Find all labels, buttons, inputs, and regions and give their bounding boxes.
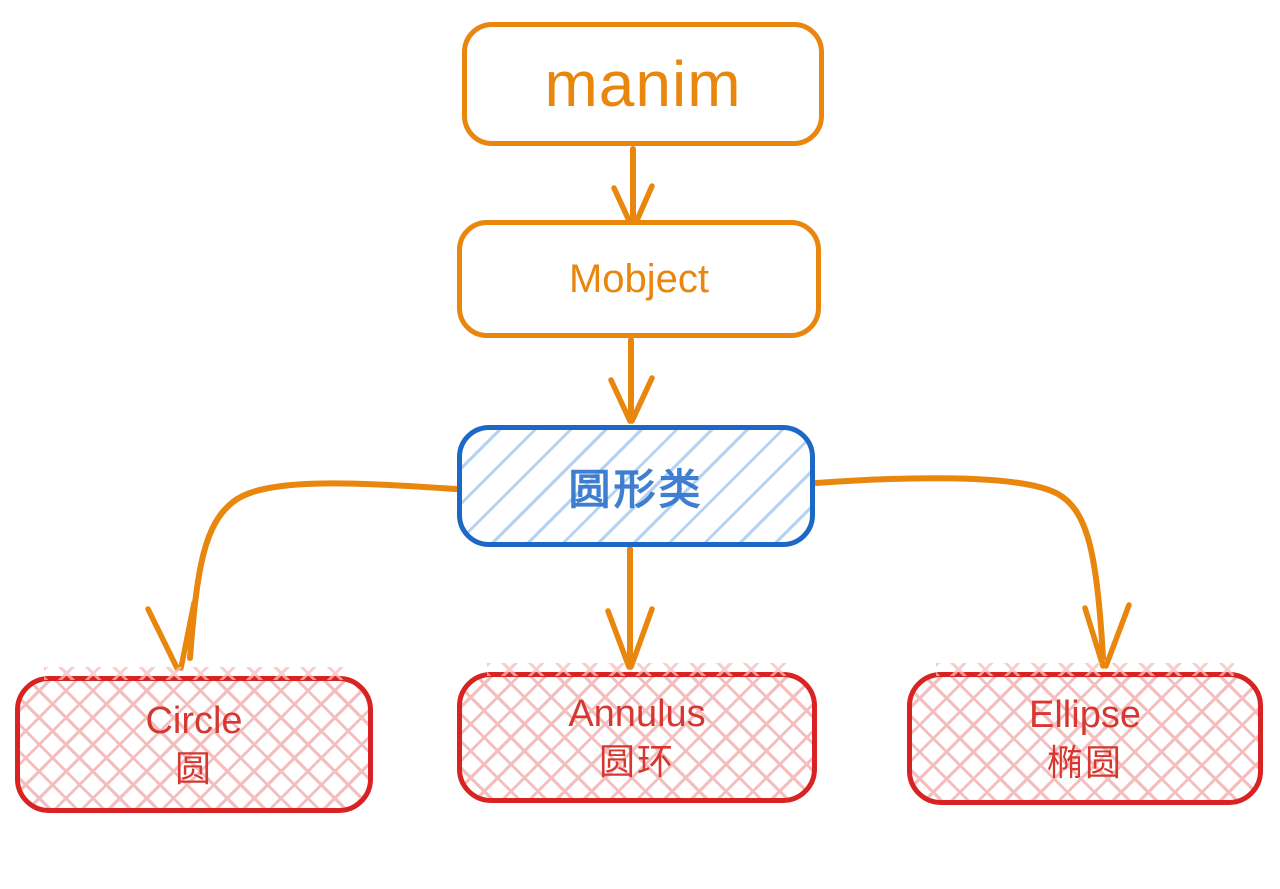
node-ellipse-sublabel: 椭圆 xyxy=(1046,741,1123,783)
edge-circle-class-circle xyxy=(145,480,459,671)
node-circle-sublabel: 圆 xyxy=(174,747,213,789)
edge-circle-class-annulus xyxy=(605,546,655,670)
node-mobject-label: Mobject xyxy=(568,256,710,301)
node-annulus-sublabel: 圆环 xyxy=(598,740,675,782)
node-manim-label: manim xyxy=(544,48,742,120)
edge-circle-class-ellipse xyxy=(813,475,1132,669)
edge-mobject-circle-class xyxy=(608,337,655,424)
hatch-overflow xyxy=(936,663,1234,676)
node-annulus: Annulus 圆环 xyxy=(457,663,817,803)
node-ellipse-label: Ellipse xyxy=(1029,694,1141,737)
node-circle-label: Circle xyxy=(145,700,243,743)
node-circle-class: 圆形类 xyxy=(457,425,815,547)
node-circle: Circle 圆 xyxy=(15,667,373,813)
node-mobject: Mobject xyxy=(457,220,821,338)
edge-manim-mobject xyxy=(611,146,655,230)
hatch-overflow xyxy=(486,663,788,676)
node-circle-class-label: 圆形类 xyxy=(568,465,704,513)
node-ellipse: Ellipse 椭圆 xyxy=(907,663,1263,805)
node-annulus-label: Annulus xyxy=(568,693,706,736)
hatch-overflow xyxy=(44,667,344,680)
node-manim: manim xyxy=(462,22,824,146)
